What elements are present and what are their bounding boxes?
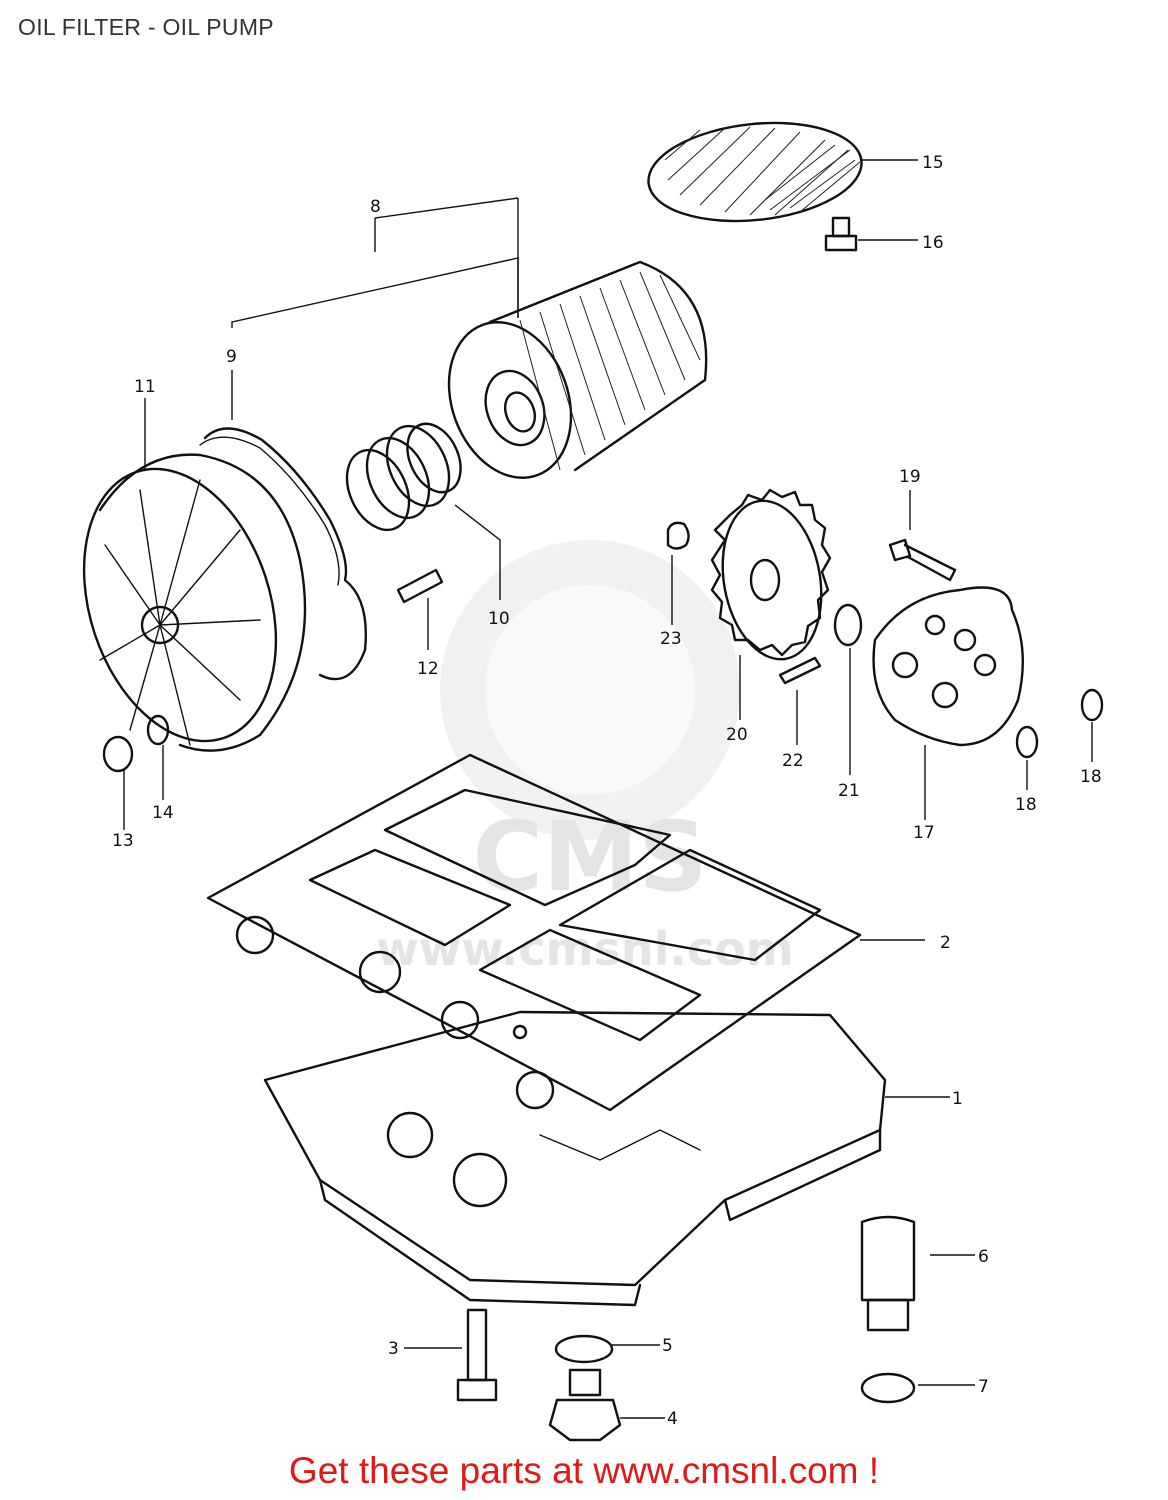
- part-label[interactable]: 3: [388, 1339, 399, 1359]
- part-label[interactable]: 2: [940, 933, 951, 953]
- part-label[interactable]: 6: [978, 1247, 989, 1267]
- get-parts-link[interactable]: Get these parts at www.cmsnl.com !: [288, 1450, 880, 1491]
- part-19-bolt: [888, 490, 957, 582]
- part-23-clip: [666, 521, 690, 625]
- part-label[interactable]: 5: [662, 1336, 673, 1356]
- part-label[interactable]: 23: [660, 629, 682, 649]
- part-label[interactable]: 18: [1080, 767, 1102, 787]
- part-label[interactable]: 12: [417, 659, 439, 679]
- watermark-logo: CMS: [472, 801, 707, 913]
- part-label[interactable]: 16: [922, 233, 944, 253]
- part-label[interactable]: 17: [913, 823, 935, 843]
- part-label[interactable]: 4: [667, 1409, 678, 1429]
- page-title: OIL FILTER - OIL PUMP: [18, 14, 274, 40]
- part-label[interactable]: 9: [226, 347, 237, 367]
- part-1-oil-pan: [263, 1010, 950, 1307]
- part-label[interactable]: 11: [134, 377, 156, 397]
- part-7-washer: [860, 1372, 975, 1404]
- part-number-labels: 1 2 3 4 5 6 7 8 9 10 11 12 13 14 15 16 1…: [112, 153, 1102, 1429]
- part-22-pin: [778, 656, 822, 745]
- oil-filter-element: [447, 260, 708, 479]
- part-label[interactable]: 1: [952, 1089, 963, 1109]
- part-6-pressure-switch: [860, 1215, 975, 1332]
- part-3-bolt: [404, 1308, 498, 1402]
- part-18-washers: [1015, 688, 1104, 790]
- part-16-bolt: [824, 216, 858, 252]
- part-15-cover: [647, 121, 863, 223]
- part-13-14-washers: [102, 714, 170, 830]
- part-label[interactable]: 14: [152, 803, 174, 823]
- part-21-washer: [833, 603, 863, 775]
- part-label[interactable]: 21: [838, 781, 860, 801]
- part-20-gear: [710, 488, 832, 720]
- part-10-spring: [345, 422, 501, 600]
- part-5-washer: [554, 1334, 660, 1364]
- part-9-oring: [203, 427, 367, 681]
- part-label[interactable]: 10: [488, 609, 510, 629]
- part-label[interactable]: 13: [112, 831, 134, 851]
- part-label[interactable]: 7: [978, 1377, 989, 1397]
- part-label[interactable]: 22: [782, 751, 804, 771]
- part-17-oil-pump: [872, 586, 1024, 820]
- part-label[interactable]: 19: [899, 467, 921, 487]
- part-11-filter-cover: [82, 398, 307, 752]
- part-label[interactable]: 20: [726, 725, 748, 745]
- watermark-url: www.cmsnl.com: [376, 922, 793, 976]
- part-12-dowel: [396, 568, 444, 650]
- part-label[interactable]: 18: [1015, 795, 1037, 815]
- part-label[interactable]: 8: [370, 197, 381, 217]
- part-2-gasket: [206, 753, 925, 1112]
- part-4-drain-plug: [548, 1368, 665, 1442]
- part-label[interactable]: 15: [922, 153, 944, 173]
- cms-watermark: CMS www.cmsnl.com: [376, 540, 794, 976]
